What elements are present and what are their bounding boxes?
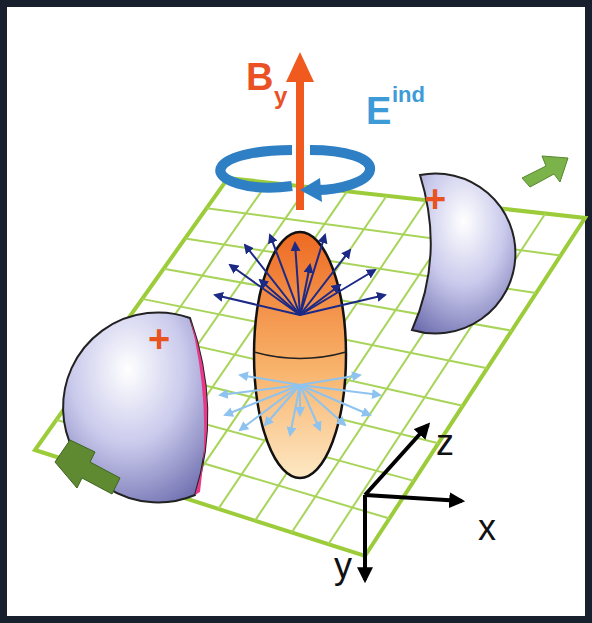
axis-label: x bbox=[478, 510, 496, 546]
participant-zone bbox=[254, 232, 346, 478]
right-nucleus bbox=[412, 156, 568, 334]
charge-sign: + bbox=[148, 320, 170, 358]
axis-label: z bbox=[436, 425, 454, 461]
field-arrows-lower bbox=[220, 375, 380, 435]
field-symbol: E bbox=[366, 92, 391, 130]
axis-label: y bbox=[334, 548, 352, 584]
field-subscript: y bbox=[274, 84, 287, 108]
field-arrows-upper bbox=[215, 235, 385, 315]
left-nucleus bbox=[55, 312, 207, 502]
coordinate-axes bbox=[365, 425, 462, 580]
induced-field-curl bbox=[220, 150, 370, 202]
charge-sign: + bbox=[424, 180, 446, 218]
field-superscript: ind bbox=[392, 84, 425, 106]
background bbox=[7, 7, 585, 616]
field-symbol: B bbox=[246, 58, 273, 96]
